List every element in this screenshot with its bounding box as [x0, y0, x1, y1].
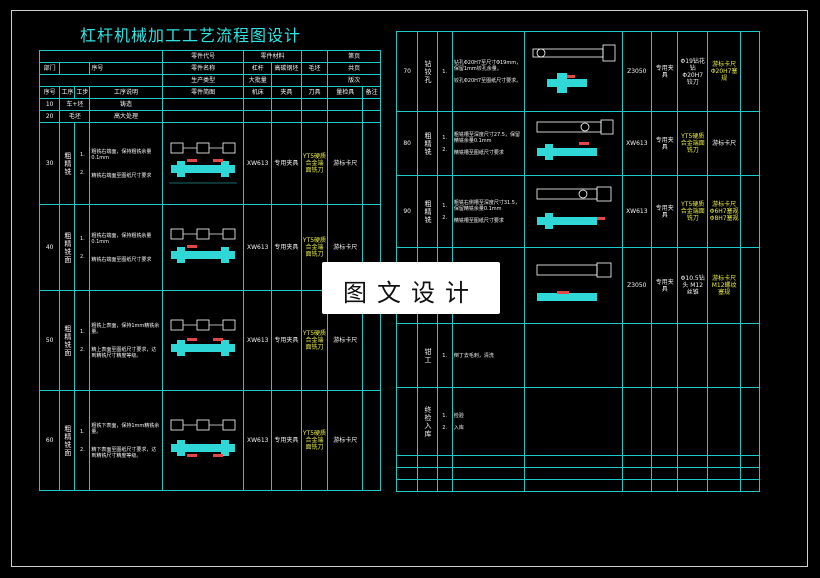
col-step: 工步 — [74, 86, 91, 99]
blank-label: 毛坯 — [300, 62, 329, 75]
dept-label: 部门 — [38, 62, 61, 75]
col-proc: 工序 — [59, 86, 76, 99]
part-sketch — [161, 390, 245, 491]
lever-label: 杠杆 — [243, 62, 273, 75]
process-table-right: 70 钻铰孔 1. 钻孔Φ20H7至尺寸Φ19mm，保留1mm铰孔余量。铰孔Φ2… — [395, 31, 760, 492]
seq-label: 序号 — [89, 62, 163, 75]
part-sketch — [523, 31, 623, 112]
part-sketch — [523, 111, 623, 176]
part-material-label: 零件材料 — [243, 50, 302, 63]
col-diagram: 零件简图 — [161, 86, 245, 99]
col-remark: 备注 — [362, 86, 381, 99]
part-sketch — [523, 175, 623, 248]
table-row: 钳工 1. 倒丁去毛刺，清洗 — [395, 323, 760, 388]
product-type-label: 生产类型 — [161, 74, 245, 87]
table-row: 10 车+坯 铸造 — [38, 98, 381, 111]
part-sketch — [523, 247, 623, 324]
part-code-label: 零件代号 — [161, 50, 245, 63]
col-tool: 刀具 — [300, 86, 329, 99]
table-row: 20 毛坯 高大处理 — [38, 110, 381, 123]
part-name-label: 零件名称 — [161, 62, 245, 75]
col-desc: 工序说明 — [89, 86, 163, 99]
page-title: 杠杆机械加工工艺流程图设计 — [80, 26, 302, 45]
page-label: 第页 — [327, 50, 381, 63]
table-row: 终检入库 1.2. 检验入库 — [395, 387, 760, 456]
table-row: 50 粗精铣面 1.2. 粗铣上表面，保持1mm精铣余量。精上表面至图纸尺寸要求… — [38, 290, 381, 391]
drawing-frame — [11, 10, 808, 567]
watermark-text: 图文设计 — [343, 279, 479, 307]
part-sketch — [161, 290, 245, 391]
version-label: 版次 — [327, 74, 381, 87]
total-pages: 共页 — [327, 62, 381, 75]
col-machine: 机床 — [243, 86, 273, 99]
col-fixture: 夹具 — [271, 86, 302, 99]
col-gauge: 量检具 — [327, 86, 364, 99]
table-row: 60 粗精铣面 1.2. 粗铣下表面，保持1mm精铣余量。精下表面至图纸尺寸要求… — [38, 390, 381, 491]
process-table-left: 零件代号 零件材料 第页 部门 序号 零件名称 杠杆 高碳钢坯 毛坯 共页 生产… — [38, 50, 381, 491]
col-seq: 序号 — [38, 86, 61, 99]
material-value: 高碳钢坯 — [271, 62, 302, 75]
big-batch-label: 大批量 — [243, 74, 273, 87]
part-sketch — [161, 122, 245, 205]
watermark-box: 图文设计 — [322, 262, 500, 314]
part-sketch — [161, 204, 245, 291]
table-row: 70 钻铰孔 1. 钻孔Φ20H7至尺寸Φ19mm，保留1mm铰孔余量。铰孔Φ2… — [395, 31, 760, 112]
